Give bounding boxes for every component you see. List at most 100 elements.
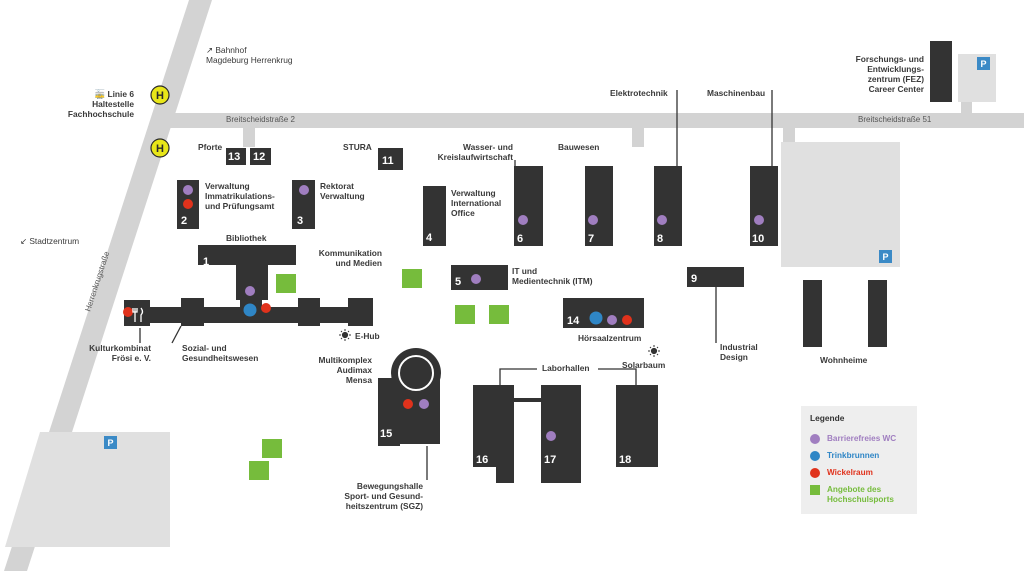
building-number-5: 5 [455, 276, 462, 288]
building-8 [654, 166, 682, 246]
access-road [783, 127, 795, 145]
sport-swatch [810, 485, 820, 495]
fountain-swatch [810, 451, 820, 461]
cutlery-icon [132, 307, 144, 322]
svg-text:H: H [156, 90, 164, 102]
legend-title: Legende [810, 413, 845, 423]
label-building-14: Hörsaalzentrum [578, 333, 642, 343]
building-1-wing [348, 298, 373, 326]
building-number-10: 10 [752, 233, 765, 245]
label-building-7: Bauwesen [558, 142, 600, 152]
building-number-4: 4 [426, 232, 433, 244]
fountain-marker [243, 303, 257, 317]
label-wohnheime: Wohnheime [820, 355, 868, 365]
changing-marker [403, 399, 413, 409]
wc-marker [518, 215, 528, 225]
changing-marker [261, 303, 271, 313]
building-number-9: 9 [691, 273, 698, 285]
street-breitscheid-51: Breitscheidstraße 51 [858, 115, 932, 124]
building-number-11: 11 [382, 155, 394, 167]
audimax-ring [398, 355, 434, 391]
wc-marker [471, 274, 481, 284]
building-16 [473, 385, 536, 483]
building-number-3: 3 [297, 215, 304, 227]
building-number-18: 18 [619, 454, 632, 466]
building-number-7: 7 [588, 233, 595, 245]
building-18 [616, 385, 658, 467]
wc-swatch [810, 434, 820, 444]
building-16-17-link [514, 398, 541, 402]
svg-text:P: P [107, 438, 113, 448]
sport-area [455, 305, 475, 324]
building-7 [585, 166, 613, 246]
label-laborhallen: Laborhallen [542, 363, 590, 373]
label-solarbaum: Solarbaum [622, 360, 666, 370]
wc-marker [299, 185, 309, 195]
changing-swatch [810, 468, 820, 478]
wc-marker [546, 431, 556, 441]
tram-stop-icon: H [150, 138, 170, 158]
wc-marker [245, 286, 255, 296]
building-number-17: 17 [544, 454, 557, 466]
label-pforte: Pforte [198, 142, 223, 152]
building-wohnheim [868, 280, 887, 347]
wc-marker [754, 215, 764, 225]
building-1-wing [181, 298, 204, 326]
wc-marker [607, 315, 617, 325]
access-road [243, 127, 255, 147]
building-12 [250, 148, 271, 165]
building-9 [687, 267, 744, 287]
sun-icon [648, 345, 660, 357]
sport-area [249, 461, 269, 480]
building-number-2: 2 [181, 215, 188, 227]
changing-marker [183, 199, 193, 209]
sun-icon [339, 329, 351, 341]
fountain-marker [589, 311, 603, 325]
building-1-wing [298, 298, 320, 326]
parking-sign-icon: P [104, 436, 117, 449]
label-bibliothek: Bibliothek [226, 233, 267, 243]
sport-area [402, 269, 422, 288]
building-fez [930, 41, 952, 102]
direction-stadtzentrum: ↙ Stadtzentrum [20, 236, 80, 246]
legend: Legende Barrierefreies WC Trinkbrunnen W… [801, 406, 917, 514]
building-number-8: 8 [657, 233, 664, 245]
wc-marker [657, 215, 667, 225]
building-number-12: 12 [253, 151, 266, 163]
label-building-10: Maschinenbau [707, 88, 766, 98]
svg-text:P: P [882, 252, 888, 262]
tram-stop-icon: H [150, 85, 170, 105]
sport-area [489, 305, 509, 324]
building-number-6: 6 [517, 233, 524, 245]
wc-marker [588, 215, 598, 225]
street-breitscheid-2: Breitscheidstraße 2 [226, 115, 295, 124]
building-6 [514, 166, 543, 246]
access-road [632, 127, 644, 147]
parking-area-east [781, 142, 900, 267]
building-number-16: 16 [476, 454, 489, 466]
building-number-1: 1 [203, 256, 210, 268]
parking-sign-icon: P [977, 57, 990, 70]
sport-area [262, 439, 282, 458]
wc-marker [419, 399, 429, 409]
parking-area-southwest [5, 432, 170, 547]
cutlery-icon [381, 350, 393, 366]
wc-marker [183, 185, 193, 195]
building-number-14: 14 [567, 315, 580, 327]
building-number-15: 15 [380, 428, 393, 440]
changing-marker [622, 315, 632, 325]
